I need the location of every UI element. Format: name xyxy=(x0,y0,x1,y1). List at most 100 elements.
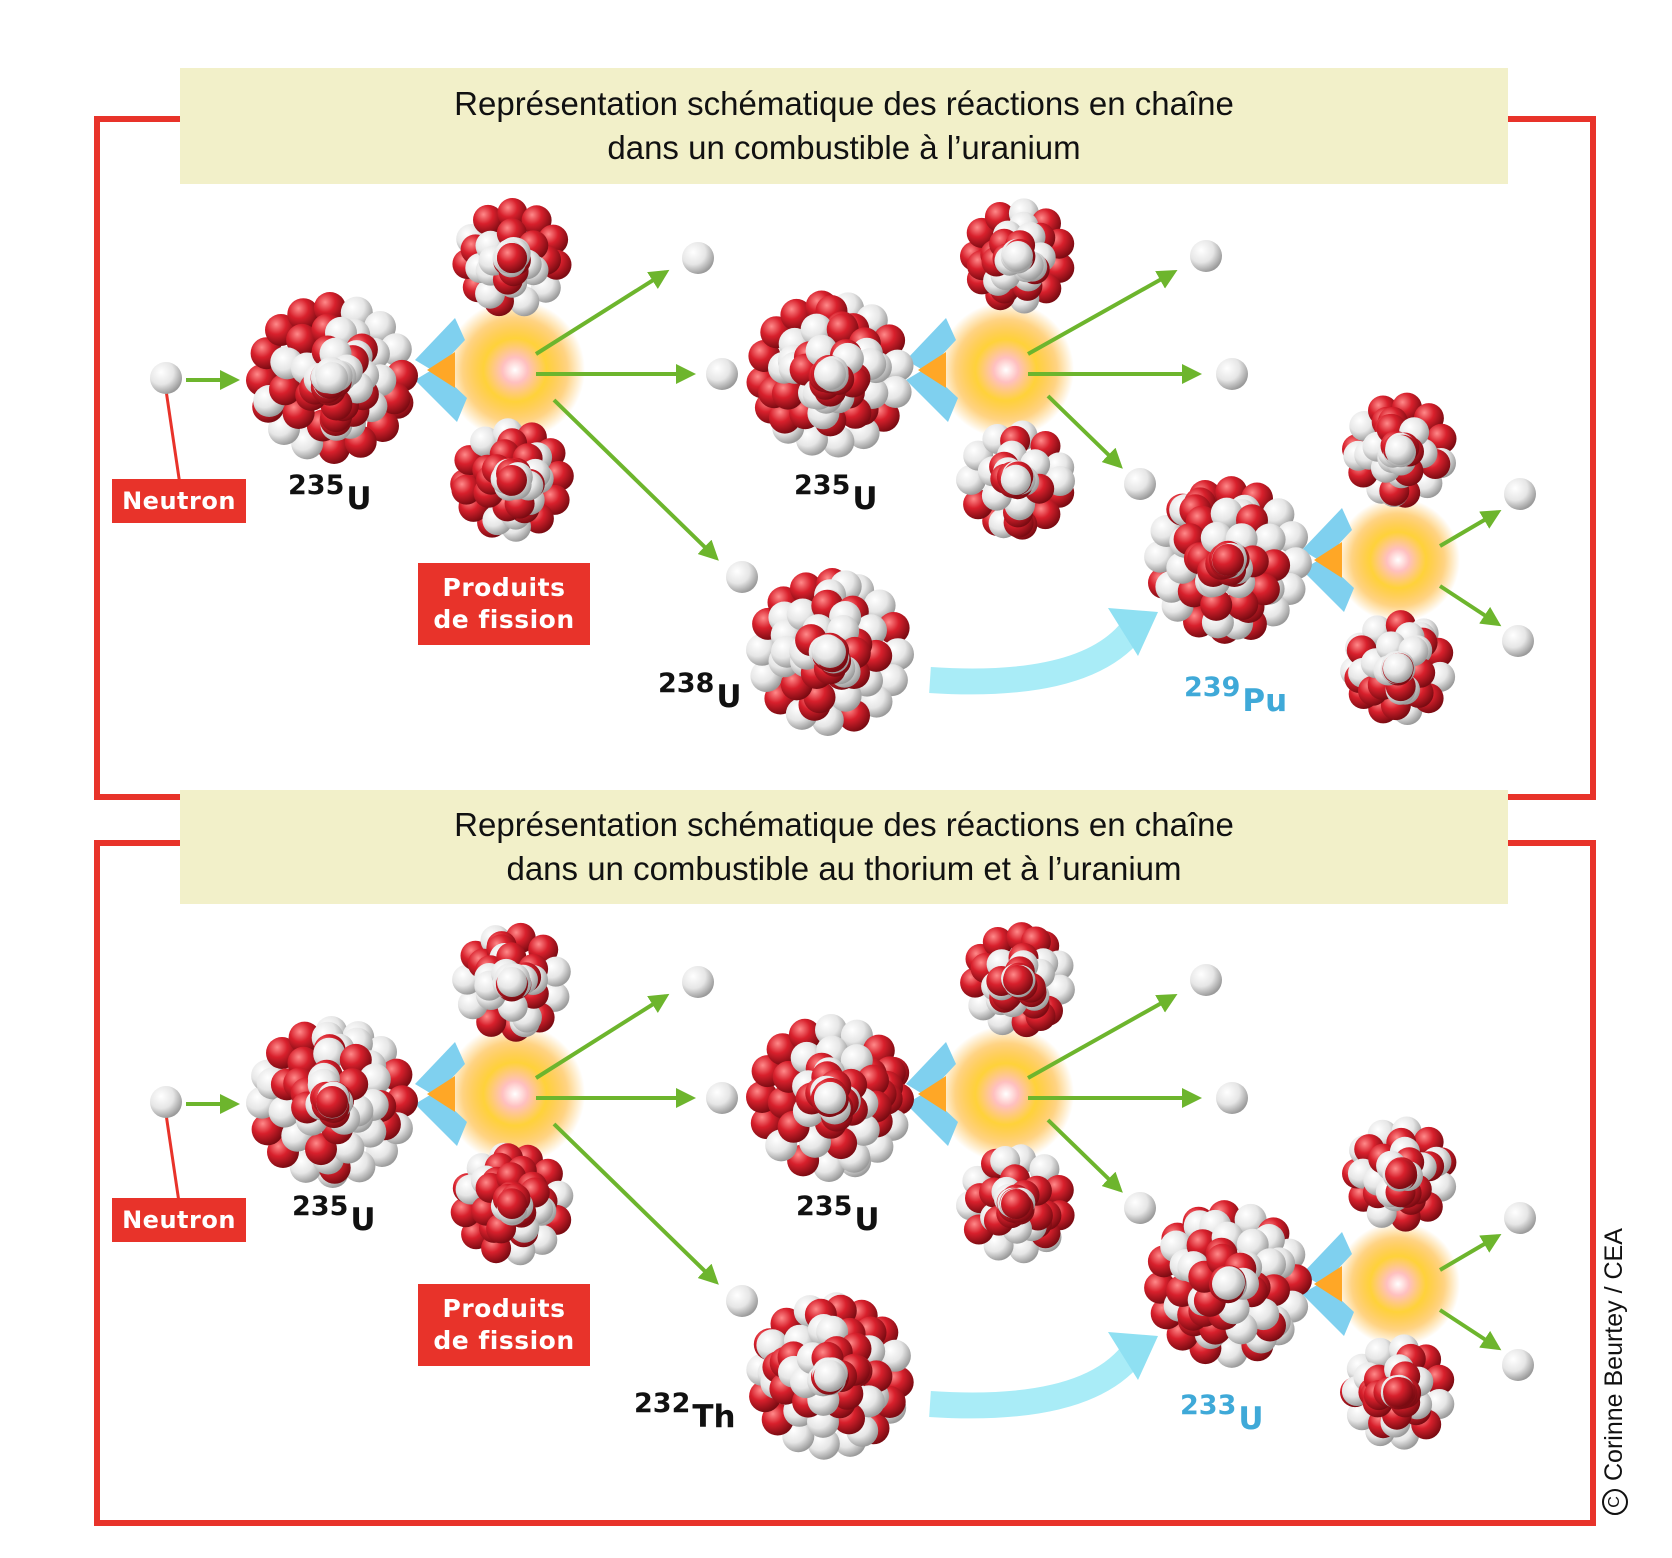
fission-fragment-top xyxy=(960,198,1075,314)
fission-fragment-top xyxy=(1342,1116,1457,1232)
neutron-path-arrow xyxy=(1438,1308,1502,1351)
credit-text: Corinne Beurtey / CEA xyxy=(1600,1228,1628,1481)
proton xyxy=(288,1021,321,1054)
neutron-ball xyxy=(814,358,846,390)
neutron-path-arrow xyxy=(1438,509,1502,548)
orange-arrow xyxy=(918,1076,946,1112)
recoil-arrow-up xyxy=(1302,1232,1352,1286)
neutron-leader-line xyxy=(164,389,182,486)
isotope-symbol: Pu xyxy=(1242,683,1288,719)
copyright-icon: C xyxy=(1601,1489,1628,1515)
isotope-symbol: U xyxy=(1238,1401,1264,1437)
isotope-symbol: Th xyxy=(692,1399,736,1435)
free-neutron xyxy=(706,1082,738,1114)
free-neutron xyxy=(1124,1192,1156,1224)
neutron-path-arrow xyxy=(552,1122,719,1285)
isotope-label-second: 235U xyxy=(794,470,878,515)
neutron-label-text: Neutron xyxy=(122,1206,236,1234)
proton xyxy=(451,474,482,505)
free-neutron xyxy=(706,358,738,390)
recoil-arrow-up xyxy=(415,318,465,372)
neutron-ball xyxy=(1383,653,1413,683)
recoil-arrow-up xyxy=(415,1042,465,1096)
nucleus-fertile xyxy=(746,568,914,736)
neutron-ball xyxy=(316,362,348,394)
isotope-mass: 235 xyxy=(794,470,851,501)
neutron-label: Neutron xyxy=(112,1198,246,1242)
fission-burst xyxy=(445,300,585,440)
neutron-ball xyxy=(1385,435,1415,465)
fission-fragment-bottom xyxy=(1340,1334,1455,1450)
fission-burst xyxy=(938,302,1074,438)
incoming-neutron xyxy=(150,1086,182,1118)
neutron-path-arrow xyxy=(1438,1233,1502,1272)
isotope-mass: 235 xyxy=(292,1191,349,1222)
proton xyxy=(1212,544,1244,576)
recoil-arrow-up xyxy=(906,1042,956,1096)
proton xyxy=(287,298,320,331)
panel-title-line1: Représentation schématique des réactions… xyxy=(454,85,1234,122)
free-neutron xyxy=(726,561,758,593)
neutron-path-arrow xyxy=(552,398,719,561)
neutron-label-text: Neutron xyxy=(122,487,236,515)
fission-fragment-bottom xyxy=(1340,610,1456,725)
free-neutron xyxy=(682,966,714,998)
isotope-mass: 235 xyxy=(288,470,345,501)
neutron-path-arrow xyxy=(1027,270,1178,356)
neutron-ball xyxy=(540,956,571,987)
neutron-ball xyxy=(364,311,396,343)
neutron-label: Neutron xyxy=(112,479,246,523)
recoil-arrow-up xyxy=(1302,508,1352,562)
proton xyxy=(788,1018,821,1051)
proton xyxy=(1383,1377,1413,1407)
fission-burst xyxy=(445,1024,585,1164)
isotope-symbol: U xyxy=(854,1202,880,1238)
neutron-path-arrow xyxy=(534,993,670,1080)
panel-title-line1: Représentation schématique des réactions… xyxy=(454,806,1234,843)
recoil-arrow-down xyxy=(1302,558,1354,612)
neutron-ball xyxy=(814,1360,846,1392)
nucleus-first xyxy=(246,1016,418,1188)
nucleus-second xyxy=(746,290,914,458)
isotope-symbol: U xyxy=(350,1202,376,1238)
fission-fragment-bottom xyxy=(956,1144,1075,1264)
neutron-ball xyxy=(1253,523,1286,556)
fission-fragment-bottom xyxy=(956,420,1075,540)
isotope-label-bred: 239Pu xyxy=(1184,674,1287,717)
free-neutron xyxy=(1124,468,1156,500)
isotope-label-second: 235U xyxy=(796,1193,880,1236)
nucleus-fertile xyxy=(746,1292,914,1460)
isotope-label-first: 235U xyxy=(288,470,372,515)
isotope-mass: 233 xyxy=(1180,1390,1237,1421)
neutron-ball xyxy=(1254,1248,1286,1281)
proton xyxy=(790,572,822,605)
free-neutron xyxy=(1504,1202,1536,1234)
proton xyxy=(767,1086,800,1119)
isotope-symbol: U xyxy=(716,679,742,715)
recoil-arrow-up xyxy=(906,318,956,372)
nucleus-bred xyxy=(1144,476,1312,644)
proton xyxy=(1385,1159,1415,1189)
free-neutron xyxy=(1502,1349,1534,1381)
image-credit: C Corinne Beurtey / CEA xyxy=(1600,1228,1629,1515)
orange-arrow xyxy=(1314,542,1342,578)
neutron-leader-line xyxy=(164,1113,182,1210)
breeding-arrow xyxy=(929,1345,1143,1419)
orange-arrow xyxy=(1314,1266,1342,1302)
recoil-arrow-down xyxy=(1302,1282,1354,1336)
fission-fragment-bottom xyxy=(450,1142,574,1266)
fission-fragment-top xyxy=(1342,392,1457,508)
neutron-path-arrow xyxy=(1438,584,1502,627)
neutron-ball xyxy=(878,1339,911,1372)
panel-title-line2: dans un combustible à l’uranium xyxy=(607,129,1081,166)
neutron-ball xyxy=(1212,1268,1244,1300)
panel-title-thorium: Représentation schématique des réactions… xyxy=(180,790,1508,904)
proton xyxy=(771,377,804,410)
orange-arrow xyxy=(427,352,455,388)
isotope-label-first: 235U xyxy=(292,1191,376,1236)
fission-products-label: Produits de fission xyxy=(418,1284,590,1366)
free-neutron xyxy=(1190,964,1222,996)
neutron-path-arrow xyxy=(1027,994,1178,1080)
